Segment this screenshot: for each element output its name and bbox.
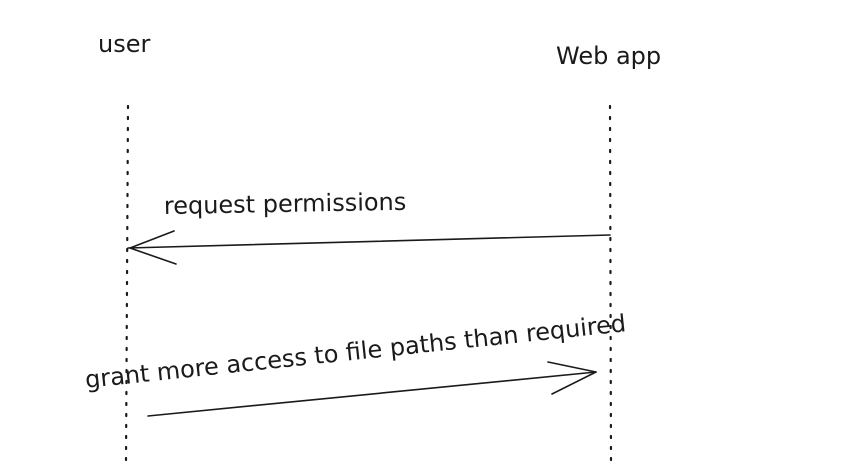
participant-web-app-label: Web app	[556, 42, 661, 70]
message-request-permissions-arrow	[127, 230, 611, 265]
message-grant-access-arrow	[147, 361, 597, 417]
lifeline-web-app	[608, 104, 613, 464]
message-request-permissions-label: request permissions	[164, 188, 407, 220]
lifeline-user	[124, 104, 130, 464]
participant-user-label: user	[98, 30, 150, 58]
message-grant-access-label: grant more access to file paths than req…	[84, 309, 628, 394]
